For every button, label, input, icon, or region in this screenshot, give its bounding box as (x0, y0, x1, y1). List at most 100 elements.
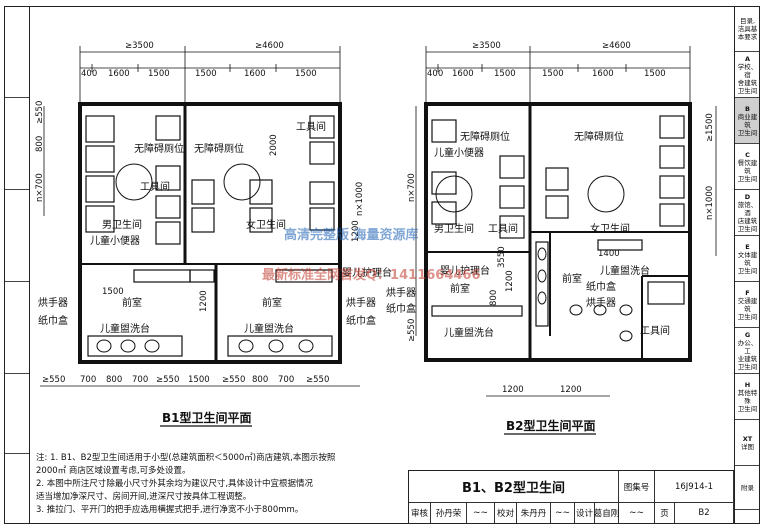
b1-women-label: 女卫生间 (246, 218, 286, 231)
b2-dim-left: n×700 (407, 173, 417, 202)
b1-tool-room-mid: 工具间 (140, 180, 170, 193)
right-tab-item[interactable]: 目录, 洁具基 本要求 (735, 6, 760, 52)
right-tab-letter: C (745, 150, 750, 159)
b1-inner-dim: 1200 (199, 290, 209, 312)
plan-b2: ≥3500 ≥4600 400 1600 1500 1500 1600 1500… (386, 41, 717, 435)
drawing-title: B1、B2型卫生间 (409, 471, 619, 503)
b1-dryer: 烘手器 (38, 296, 68, 309)
b1-child-basin-left: 儿童盥洗台 (100, 322, 150, 335)
b2-dim-left: 800 (489, 290, 499, 306)
b2-child-toilet: 儿童小便器 (434, 146, 484, 159)
b1-lobby-left: 前室 (122, 296, 142, 309)
b2-tool-room-b: 工具间 (640, 324, 670, 337)
b2-lobby-right: 前室 (562, 272, 582, 285)
b1-dim-bottom: 800 (106, 375, 122, 385)
b2-dim-row2: 400 (427, 69, 443, 79)
b2-inner-dim: 3550 (497, 246, 507, 268)
b2-dim-row2: 1600 (452, 69, 474, 79)
right-tab-item[interactable]: 附录 (735, 466, 760, 510)
b2-women-label: 女卫生间 (590, 222, 630, 235)
sheet-border (4, 6, 760, 524)
b2-tissue-left: 纸巾盒 (386, 302, 416, 315)
b1-dim-row2: 1600 (108, 69, 130, 79)
b2-dim-right: n×1000 (705, 186, 715, 220)
b1-dim-row2: 1500 (148, 69, 170, 79)
atlas-number: 16J914-1 (655, 471, 734, 503)
left-tab-cell (4, 98, 29, 190)
b2-dim-right: ≥1500 (705, 113, 715, 142)
right-tab-label: 交通建筑 卫生间 (737, 296, 758, 321)
b2-dim-row2: 1600 (592, 69, 614, 79)
b1-inner-dim: 1500 (102, 287, 124, 297)
left-tab-cell (4, 282, 29, 374)
left-tab-cell (4, 190, 29, 282)
b1-child-urinal: 儿童小便器 (90, 234, 140, 247)
b2-dim-row2: 1500 (494, 69, 516, 79)
right-tab-letter: G (744, 330, 751, 339)
right-tab-letter: XT (742, 434, 753, 443)
plan-b1: ≥3500 ≥4600 400 1600 1500 1500 1600 1500… (35, 41, 392, 427)
b2-lobby-left: 前室 (450, 282, 470, 295)
b2-dim-row2: 1500 (644, 69, 666, 79)
b2-dim-bottom: 1200 (560, 385, 582, 395)
b2-child-basin-right: 儿童盥洗台 (600, 264, 650, 277)
right-tab-letter: B (745, 104, 750, 113)
b2-child-basin-left: 儿童盥洗台 (444, 326, 494, 339)
b1-dim-left: 800 (35, 136, 45, 152)
right-tab-letter: D (744, 192, 751, 201)
b2-inner-dim: 1200 (505, 270, 515, 292)
note-line: 适当增加净深尺寸、房间开间,进深尺寸按具体工程调整。 (36, 492, 252, 502)
b1-dim-bottom: 800 (252, 375, 268, 385)
b1-dim-left: n×700 (35, 173, 45, 202)
right-tab-label: 其他特殊 卫生间 (737, 388, 758, 413)
b1-dim-row2: 1500 (195, 69, 217, 79)
b2-dryer-right: 烘手器 (586, 296, 616, 309)
left-tab-cell (4, 6, 29, 98)
b1-dim-bottom: ≥550 (42, 375, 65, 385)
note-line: 2000㎡ 商店区域设置考虑,可多处设置。 (36, 466, 191, 476)
b2-dim-top-right: ≥4600 (602, 41, 631, 51)
watermark-line2: 最新标准全网首发Q：1411664466 (262, 268, 481, 283)
b2-dim-left: ≥550 (407, 319, 417, 342)
b2-accessible-right: 无障碍厕位 (574, 130, 624, 143)
right-tab-letter: E (745, 242, 750, 251)
b1-men-label: 男卫生间 (102, 218, 142, 231)
right-tab-label: 办公、工 业建筑 卫生间 (737, 338, 758, 371)
b1-accessible-left: 无障碍厕位 (134, 142, 184, 155)
b1-baby-care: 婴儿护理台 (342, 266, 392, 279)
b1-inner-dim: 1200 (351, 220, 361, 242)
b2-plan-title: B2型卫生间平面 (506, 418, 596, 433)
right-tab-label: 目录, 洁具基 本要求 (737, 16, 758, 41)
b1-dim-row2: 400 (81, 69, 97, 79)
note-line: 3. 推拉门、平开门的把手应选用横握式把手,进行净宽不小于800mm。 (36, 505, 304, 515)
b1-plan-title: B1型卫生间平面 (162, 410, 252, 425)
b1-dim-bottom: 700 (278, 375, 294, 385)
b1-lobby-right: 前室 (262, 296, 282, 309)
b1-child-basin-right: 儿童盥洗台 (244, 322, 294, 335)
b1-dim-bottom: ≥550 (222, 375, 245, 385)
title-block: B1、B2型卫生间 图集号 16J914-1 审核 孙丹荣 ~~ 校对 朱丹丹 … (408, 470, 734, 524)
b1-accessible-right: 无障碍厕位 (194, 142, 244, 155)
b1-dim-row2: 1600 (244, 69, 266, 79)
b2-dim-row2: 1500 (542, 69, 564, 79)
b1-tool-room-top: 工具间 (296, 120, 326, 133)
b2-baby-care: 婴儿护理台 (440, 264, 490, 277)
b1-dim-top-right: ≥4600 (255, 41, 284, 51)
b2-men-label: 男卫生间 (434, 222, 474, 235)
b1-dim-bottom: 1500 (188, 375, 210, 385)
b1-dim-row2: 1500 (295, 69, 317, 79)
right-tab-label: 详图 (741, 442, 754, 451)
right-tab-label: 旅馆、酒 店建筑 卫生间 (737, 200, 758, 233)
b1-dryer-right: 烘手器 (346, 296, 376, 309)
